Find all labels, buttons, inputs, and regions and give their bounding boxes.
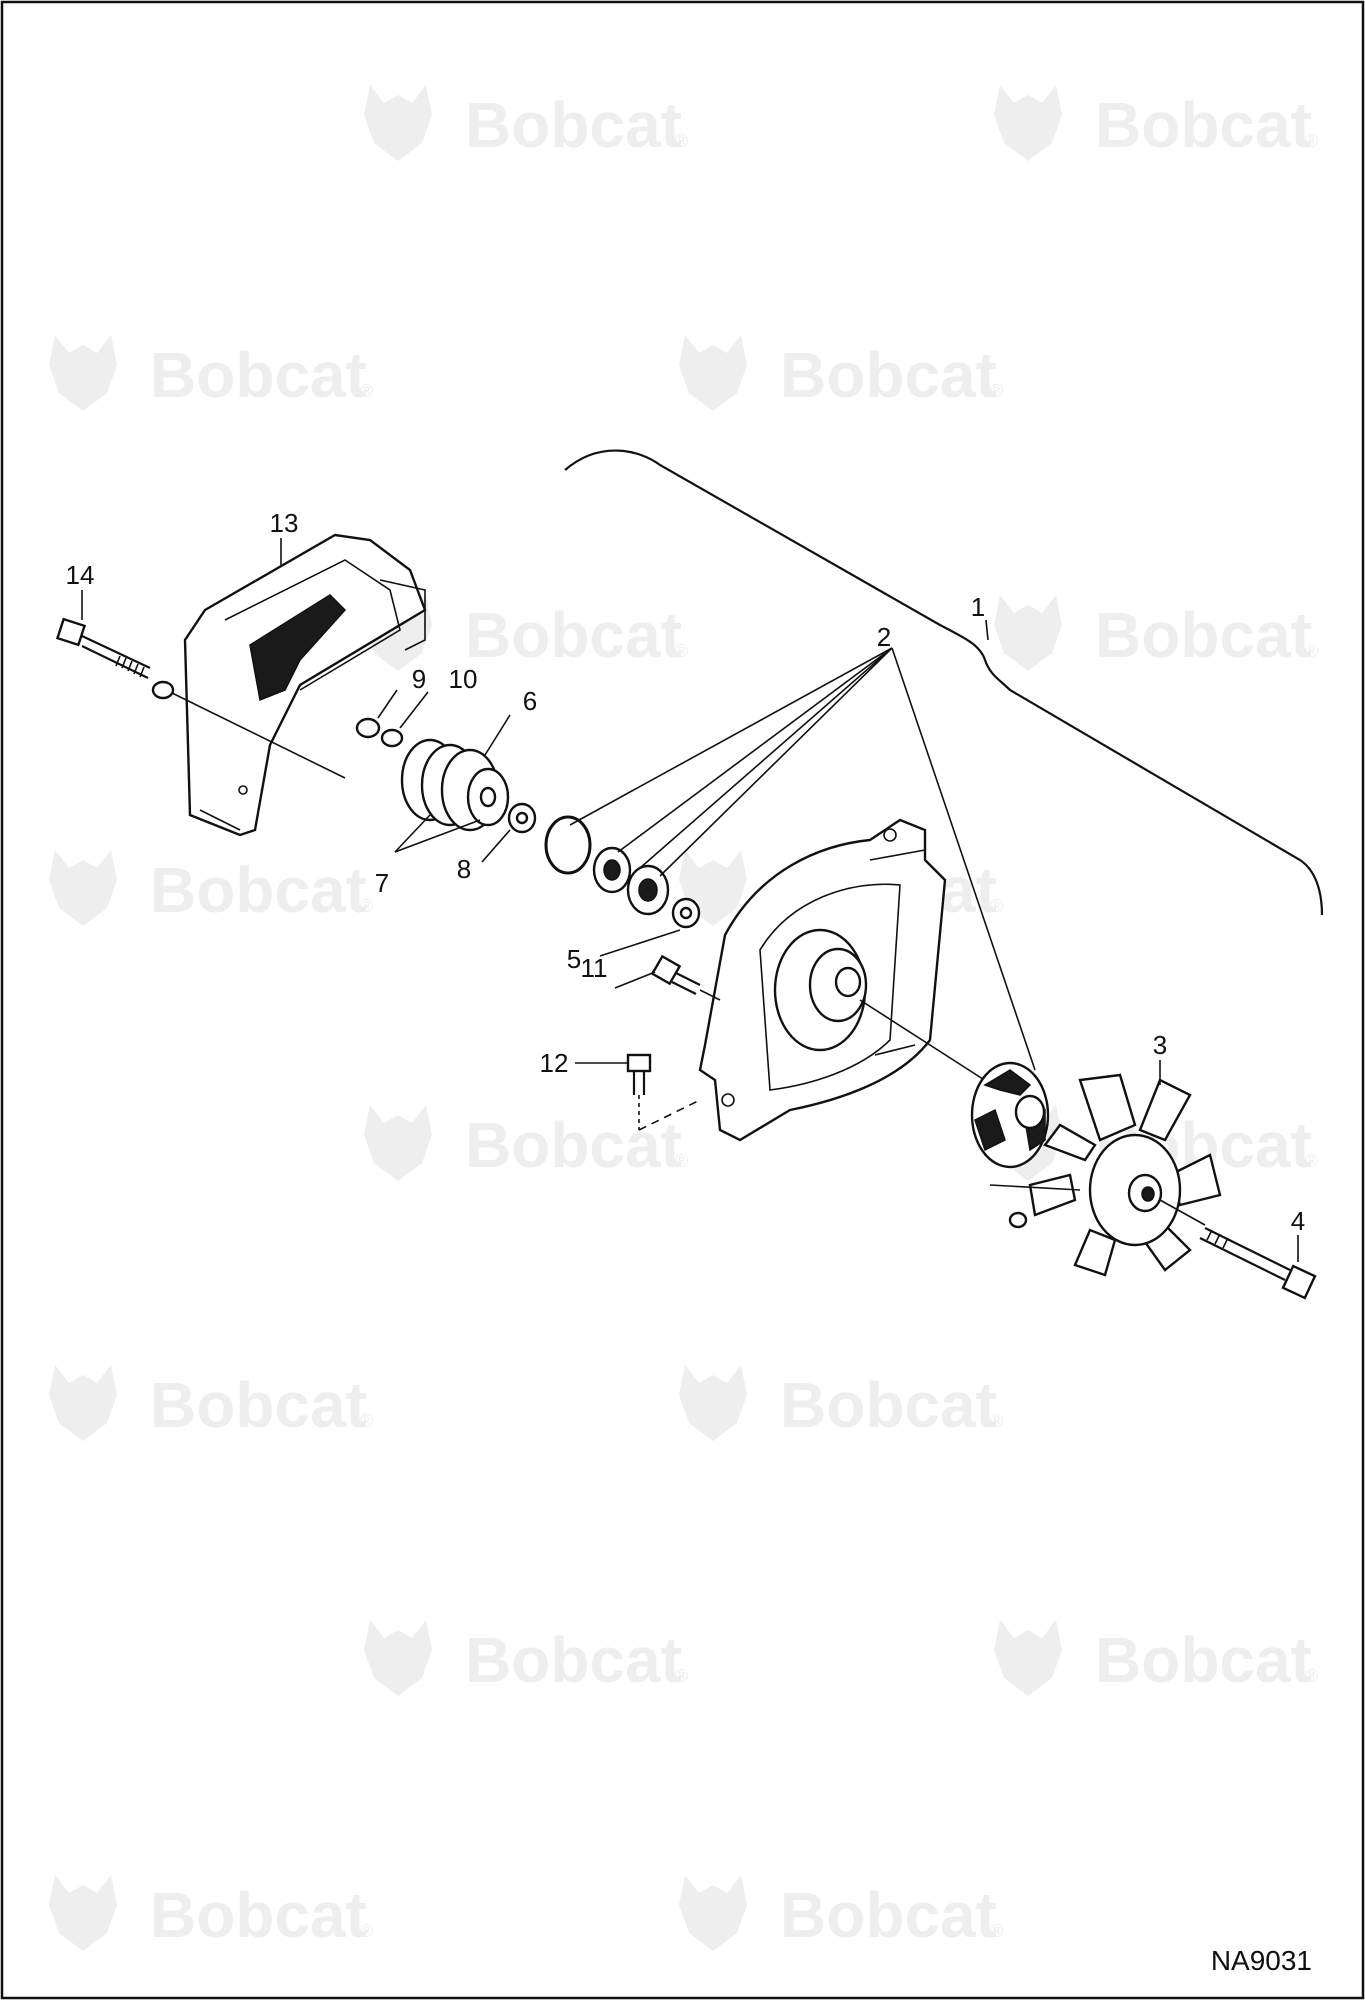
assembly-bracket	[564, 449, 1324, 916]
housing-bolt	[650, 954, 721, 1001]
bobcat-watermark: Bobcat®	[49, 335, 373, 411]
watermark-registered-mark: ®	[360, 896, 373, 916]
watermark-text: Bobcat	[1095, 1624, 1312, 1696]
watermark-registered-mark: ®	[1305, 131, 1318, 151]
watermark-text: Bobcat	[150, 339, 367, 411]
cover-bolt	[55, 617, 346, 779]
bobcat-logo-icon	[994, 1620, 1062, 1696]
callout-10: 10	[449, 664, 478, 694]
nut-and-washer	[355, 717, 404, 748]
watermark-text: Bobcat	[150, 854, 367, 926]
callout-labels: 1 2 3 4 5 6 7 8 9 10 11 12 13 14	[66, 508, 1306, 1236]
fan-hub	[970, 1061, 1050, 1169]
callout-5: 5	[567, 944, 581, 974]
watermark-registered-mark: ®	[990, 1921, 1003, 1941]
watermark-registered-mark: ®	[990, 1411, 1003, 1431]
bobcat-logo-icon	[49, 1875, 117, 1951]
watermark-text: Bobcat	[780, 339, 997, 411]
bobcat-logo-icon	[994, 85, 1062, 161]
spacer	[507, 802, 537, 834]
callout-2: 2	[877, 622, 891, 652]
callout-9: 9	[412, 664, 426, 694]
callout-11: 11	[581, 953, 608, 983]
bobcat-logo-icon	[679, 1365, 747, 1441]
callout-1: 1	[971, 592, 985, 622]
bobcat-watermark: Bobcat®	[679, 1875, 1003, 1951]
callout-13: 13	[270, 508, 299, 538]
bobcat-watermark: Bobcat®	[994, 85, 1318, 161]
snap-ring-and-bearings	[544, 815, 701, 929]
watermark-layer: Bobcat®Bobcat®Bobcat®Bobcat®Bobcat®Bobca…	[49, 85, 1318, 1951]
watermark-text: Bobcat	[465, 1109, 682, 1181]
watermark-text: Bobcat	[465, 599, 682, 671]
bobcat-watermark: Bobcat®	[994, 1620, 1318, 1696]
bobcat-watermark: Bobcat®	[679, 1365, 1003, 1441]
watermark-text: Bobcat	[780, 1369, 997, 1441]
callout-4: 4	[1291, 1206, 1305, 1236]
callout-3: 3	[1153, 1030, 1167, 1060]
callout-8: 8	[457, 854, 471, 884]
small-bolt	[626, 1053, 701, 1131]
bobcat-logo-icon	[364, 1620, 432, 1696]
fan-housing	[698, 818, 1001, 1142]
bobcat-logo-icon	[49, 1365, 117, 1441]
watermark-text: Bobcat	[780, 1879, 997, 1951]
bobcat-logo-icon	[364, 1105, 432, 1181]
callout-6: 6	[523, 686, 537, 716]
watermark-registered-mark: ®	[990, 896, 1003, 916]
pulley	[400, 738, 510, 832]
bobcat-watermark: Bobcat®	[49, 1365, 373, 1441]
watermark-registered-mark: ®	[990, 381, 1003, 401]
bobcat-watermark: Bobcat®	[49, 1875, 373, 1951]
belt-guard-cover	[183, 533, 427, 837]
watermark-text: Bobcat	[150, 1369, 367, 1441]
bobcat-logo-icon	[679, 335, 747, 411]
leader-lines	[81, 538, 1299, 1262]
bobcat-watermark: Bobcat®	[364, 85, 688, 161]
watermark-text: Bobcat	[465, 1624, 682, 1696]
bobcat-watermark: Bobcat®	[679, 335, 1003, 411]
bobcat-logo-icon	[364, 85, 432, 161]
bobcat-watermark: Bobcat®	[364, 1620, 688, 1696]
watermark-registered-mark: ®	[360, 1921, 373, 1941]
bobcat-watermark: Bobcat®	[364, 1105, 688, 1181]
callout-14: 14	[66, 560, 95, 590]
bobcat-logo-icon	[49, 850, 117, 926]
watermark-text: Bobcat	[150, 1879, 367, 1951]
watermark-registered-mark: ®	[675, 131, 688, 151]
bobcat-watermark: Bobcat®	[994, 595, 1318, 671]
bobcat-watermark: Bobcat®	[364, 595, 688, 671]
watermark-registered-mark: ®	[1305, 1151, 1318, 1171]
watermark-registered-mark: ®	[1305, 641, 1318, 661]
watermark-registered-mark: ®	[675, 1151, 688, 1171]
callout-12: 12	[540, 1048, 569, 1078]
bobcat-logo-icon	[679, 1875, 747, 1951]
cooling-fan	[989, 1073, 1222, 1277]
watermark-text: Bobcat	[1095, 599, 1312, 671]
watermark-registered-mark: ®	[675, 641, 688, 661]
bobcat-watermark: Bobcat®	[49, 850, 373, 926]
bobcat-logo-icon	[994, 595, 1062, 671]
fan-bolt	[1199, 1227, 1317, 1300]
document-id: NA9031	[1211, 1945, 1312, 1976]
bobcat-logo-icon	[49, 335, 117, 411]
watermark-registered-mark: ®	[360, 381, 373, 401]
watermark-registered-mark: ®	[360, 1411, 373, 1431]
watermark-registered-mark: ®	[675, 1666, 688, 1686]
watermark-text: Bobcat	[465, 89, 682, 161]
watermark-text: Bobcat	[1095, 89, 1312, 161]
watermark-registered-mark: ®	[1305, 1666, 1318, 1686]
callout-7: 7	[375, 868, 389, 898]
